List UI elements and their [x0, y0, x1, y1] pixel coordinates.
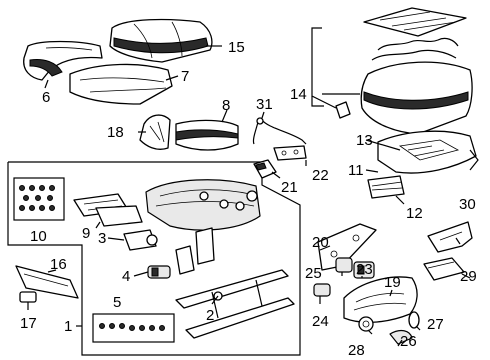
callout-2: 2: [206, 307, 214, 324]
part-18-bracket: [139, 114, 171, 150]
part-19-side-shield: [343, 276, 418, 323]
callout-22: 22: [312, 167, 329, 184]
callout-10: 10: [30, 228, 47, 245]
part-7-cushion-pad: [69, 63, 173, 105]
callout-21: 21: [281, 179, 298, 196]
hardware-kit-box-10: [13, 177, 65, 221]
callout-15: 15: [228, 39, 245, 56]
part-28-ring: [358, 316, 374, 332]
callout-16: 16: [50, 256, 67, 273]
part-2-rails: [175, 269, 295, 339]
part-16-trim: [15, 265, 79, 299]
callout-26: 26: [400, 333, 417, 350]
callout-12: 12: [406, 205, 423, 222]
callout-4: 4: [122, 268, 130, 285]
callout-6: 6: [42, 89, 50, 106]
part-8-pad: [175, 119, 239, 151]
callout-1: 1: [64, 318, 72, 335]
leader-lines: [27, 27, 471, 347]
callout-17: 17: [20, 315, 37, 332]
part-29-module: [423, 257, 465, 281]
callout-30: 30: [459, 196, 476, 213]
part-13-11-seat-heater: [377, 130, 479, 174]
part-12-pad: [367, 175, 405, 199]
part-15-cushion-cover: [109, 18, 213, 63]
callout-23: 23: [356, 261, 373, 278]
callout-28: 28: [348, 342, 365, 359]
callout-11: 11: [348, 162, 364, 179]
part-23-switch: [353, 261, 375, 279]
part-17-clip: [19, 291, 37, 303]
callout-5: 5: [113, 294, 121, 311]
callout-31: 31: [256, 96, 273, 113]
part-22-bracket: [273, 145, 307, 161]
part-30-bracket: [427, 221, 473, 253]
hardware-kit-box-5: [92, 313, 175, 343]
part-20-bracket: [317, 223, 377, 271]
part-4-motor: [147, 265, 171, 279]
part-27-cap: [408, 311, 420, 329]
part-24-knob: [313, 283, 331, 297]
part-14-backrest-assembly: [335, 7, 473, 135]
seat-frame: [145, 179, 261, 275]
callout-24: 24: [312, 313, 329, 330]
part-6-cushion-side-trim: [23, 40, 103, 81]
part-9-plate: [73, 193, 143, 227]
part-31-rod: [252, 117, 307, 145]
hardware-10-fasteners: [19, 185, 55, 211]
part-26-cap: [389, 329, 413, 345]
callout-25: 25: [305, 265, 322, 282]
callout-29: 29: [460, 268, 477, 285]
callout-labels: 1 2 3 4 5 6 7 8 9 10 11 12 13 14 15 16 1…: [20, 39, 477, 359]
callout-18: 18: [107, 124, 124, 141]
callout-9: 9: [82, 225, 90, 242]
callout-3: 3: [98, 230, 106, 247]
callout-7: 7: [181, 68, 189, 85]
part-21-small-motor: [253, 159, 277, 179]
part-25-switch: [335, 257, 353, 273]
part-3-actuator: [123, 229, 158, 251]
callout-8: 8: [222, 97, 230, 114]
callout-20: 20: [312, 234, 329, 251]
hardware-5-fasteners: [99, 323, 165, 331]
callout-13: 13: [356, 132, 373, 149]
callout-14: 14: [290, 86, 307, 103]
callout-19: 19: [384, 274, 401, 291]
callout-27: 27: [427, 316, 444, 333]
